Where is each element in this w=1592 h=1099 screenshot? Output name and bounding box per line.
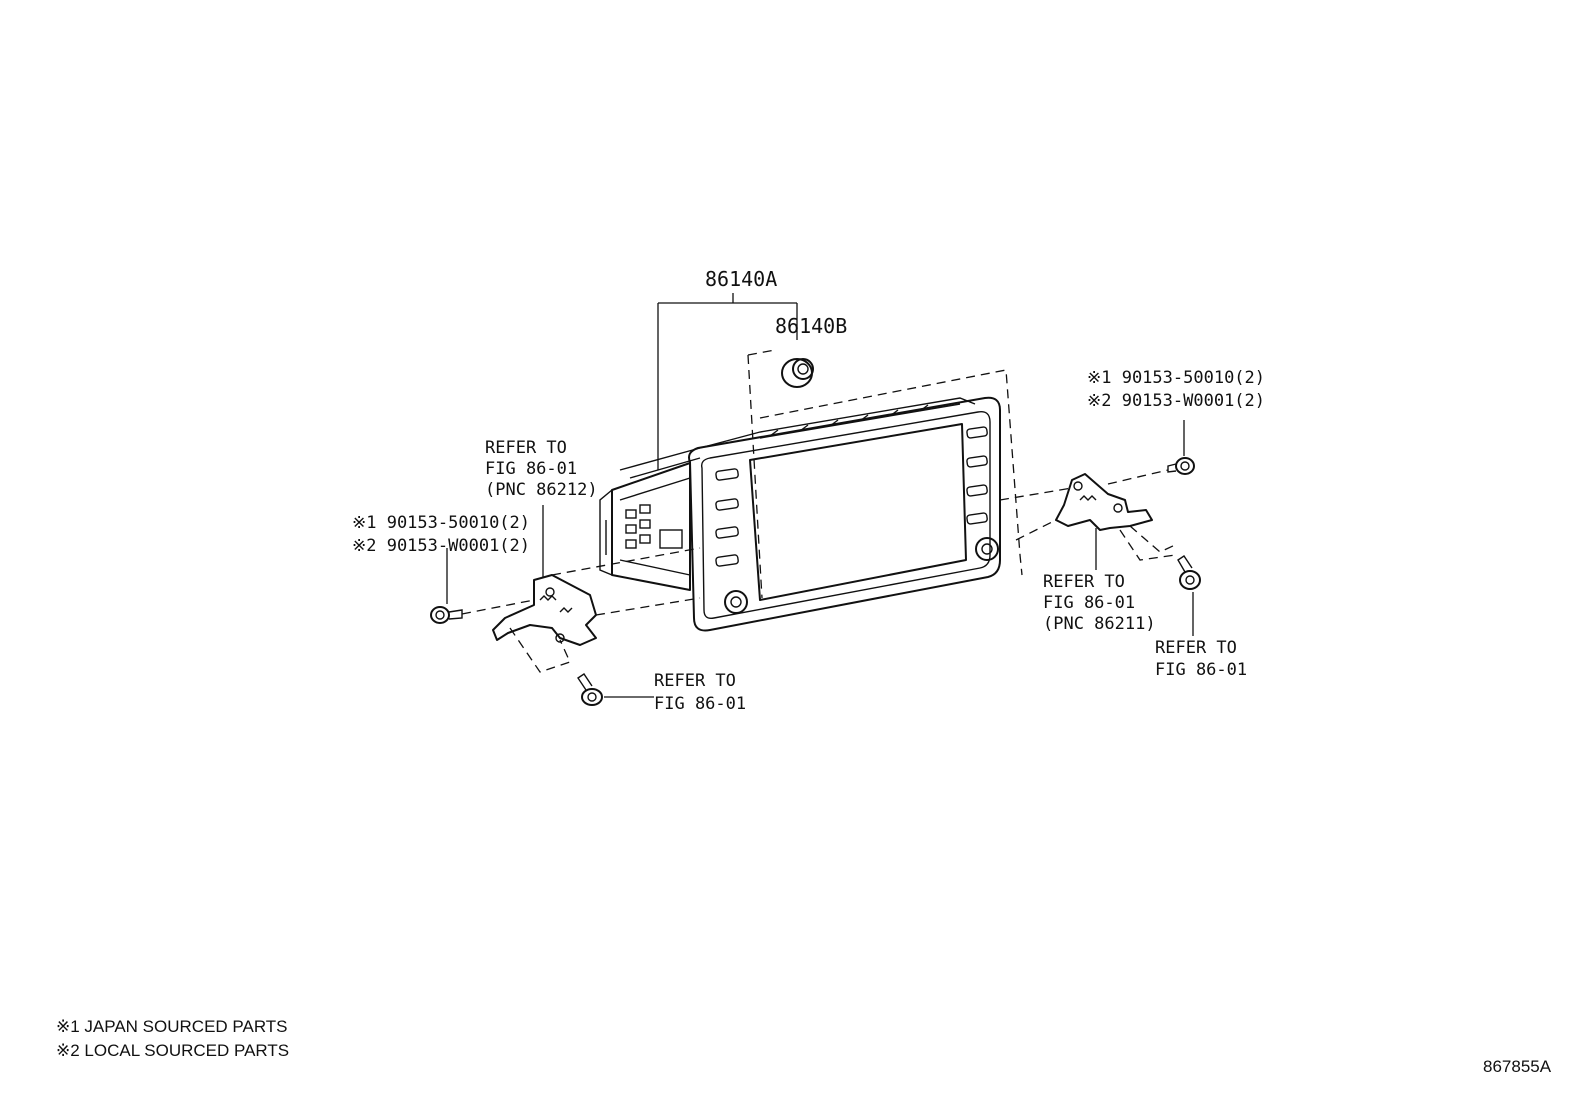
refer-right-bracket-line3: (PNC 86211)	[1043, 614, 1156, 634]
knob-part-drawing	[781, 358, 814, 388]
head-unit-drawing	[599, 396, 1001, 632]
refer-left-screw-line2: FIG 86-01	[654, 694, 746, 714]
legend-note-local: ※2 LOCAL SOURCED PARTS	[56, 1041, 289, 1060]
label-left-mid-note1: ※1 90153-50010(2)	[352, 513, 530, 533]
legend-note-japan: ※1 JAPAN SOURCED PARTS	[56, 1017, 288, 1036]
refer-right-bracket-line1: REFER TO	[1043, 572, 1125, 592]
label-knob: 86140B	[775, 314, 847, 338]
refer-right-screw-line2: FIG 86-01	[1155, 660, 1247, 680]
right-bracket-drawing	[1055, 473, 1153, 531]
refer-left-screw-line1: REFER TO	[654, 671, 736, 691]
label-head-unit: 86140A	[705, 267, 777, 291]
label-left-mid-note2: ※2 90153-W0001(2)	[352, 536, 530, 556]
left-bracket-drawing	[492, 574, 597, 646]
assembly-boundary	[747, 349, 1023, 599]
refer-left-bracket-line2: FIG 86-01	[485, 459, 577, 479]
right-top-bolt-drawing	[1167, 457, 1195, 475]
refer-left-bracket-line3: (PNC 86212)	[485, 480, 598, 500]
refer-left-bracket-line1: REFER TO	[485, 438, 567, 458]
left-screw-drawing	[577, 673, 603, 706]
label-right-top-note2: ※2 90153-W0001(2)	[1087, 391, 1265, 411]
refer-right-screw-line1: REFER TO	[1155, 638, 1237, 658]
figure-id: 867855A	[1483, 1057, 1552, 1076]
refer-right-bracket-line2: FIG 86-01	[1043, 593, 1135, 613]
label-right-top-note1: ※1 90153-50010(2)	[1087, 368, 1265, 388]
right-screw-drawing	[1177, 555, 1201, 590]
left-bolt-drawing	[430, 606, 463, 624]
